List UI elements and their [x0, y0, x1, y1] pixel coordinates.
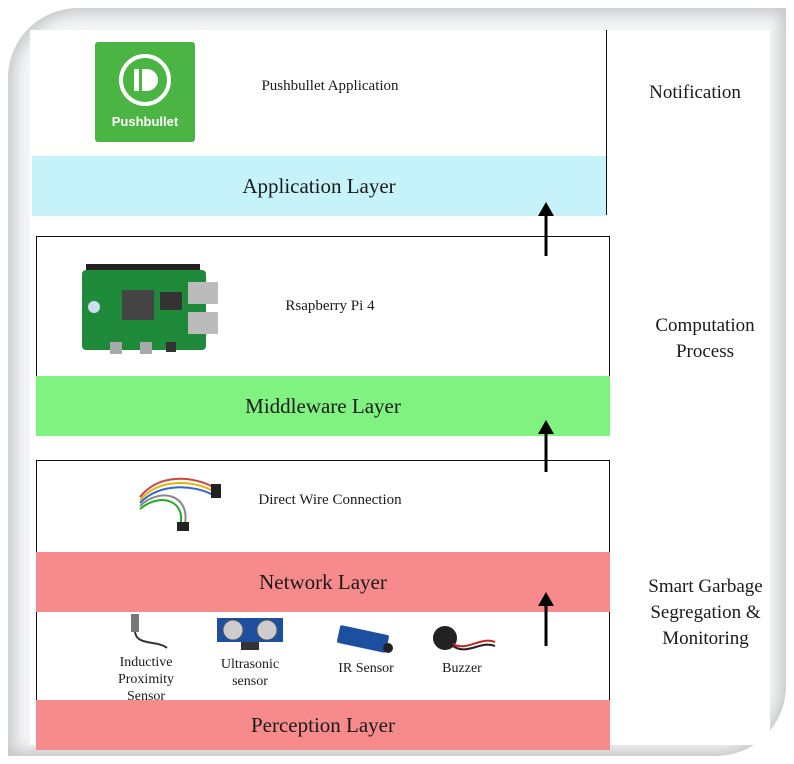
perception-layer-band: Perception Layer — [36, 700, 610, 750]
pushbullet-application-label: Pushbullet Application — [261, 78, 399, 94]
inductive-sensor: Inductive Proximity Sensor — [106, 612, 186, 705]
notification-label: Notification — [649, 82, 741, 103]
application-layer-band: Application Layer — [32, 156, 606, 216]
ultrasonic-sensor: Ultrasonic sensor — [210, 612, 290, 690]
arrow-to-network — [538, 592, 554, 646]
inductive-sensor-icon — [131, 614, 168, 649]
smart-garbage-label: Smart Garbage Segregation & Monitoring — [648, 576, 763, 649]
arrow-to-application — [538, 202, 554, 256]
computation-label: Computation Process — [655, 315, 755, 362]
inductive-sensor-label: Inductive Proximity Sensor — [117, 655, 174, 704]
buzzer-icon — [433, 626, 496, 651]
ultrasonic-sensor-label: Ultrasonic sensor — [220, 657, 280, 689]
middleware-layer-band: Middleware Layer — [36, 376, 610, 436]
pushbullet-logo-text: Pushbullet — [111, 114, 179, 129]
pushbullet-logo: Pushbullet — [95, 42, 195, 142]
direct-wire-label: Direct Wire Connection — [258, 492, 402, 508]
pushbullet-icon — [119, 54, 171, 106]
jumper-wires-image — [135, 472, 225, 532]
arrow-to-middleware — [538, 420, 554, 472]
buzzer-label: Buzzer — [442, 661, 482, 676]
wire-icon — [139, 477, 221, 531]
network-layer-band: Network Layer — [36, 552, 610, 612]
application-divider — [606, 30, 607, 215]
raspberry-pi-icon — [82, 264, 218, 354]
ir-sensor-label: IR Sensor — [338, 661, 394, 676]
raspberry-pi-image — [80, 262, 220, 357]
buzzer: Buzzer — [422, 622, 502, 677]
ultrasonic-sensor-icon — [217, 618, 283, 650]
ir-sensor-icon — [337, 625, 393, 653]
ir-sensor: IR Sensor — [326, 622, 406, 677]
raspberry-pi-label: Rsapberry Pi 4 — [285, 298, 375, 314]
